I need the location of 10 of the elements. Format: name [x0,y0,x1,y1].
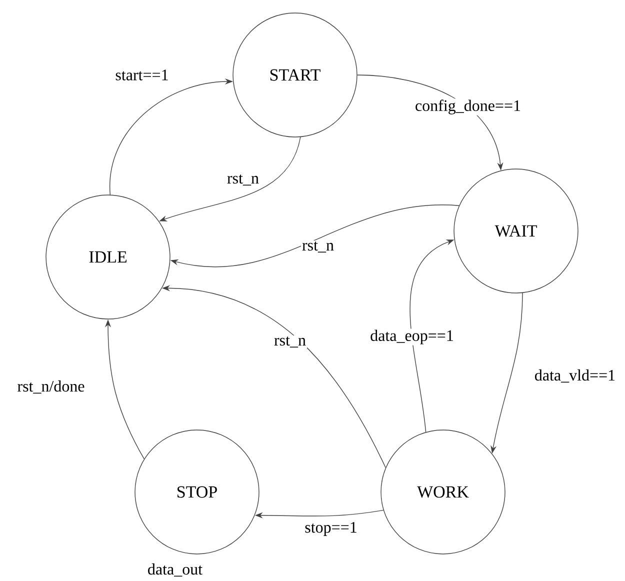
output-label: data_out [148,563,202,577]
edge-label: rst_n [226,173,260,187]
edge-label: config_done==1 [414,98,522,116]
edge-label: start==1 [114,68,170,82]
edge-label: rst_n [273,335,307,349]
edge-label: stop==1 [304,521,358,537]
edge-label: data_eop==1 [369,328,455,346]
edge-label: rst_n/done [16,379,86,395]
edge-label: rst_n [301,240,335,254]
edge-label: data_vld==1 [533,368,617,384]
